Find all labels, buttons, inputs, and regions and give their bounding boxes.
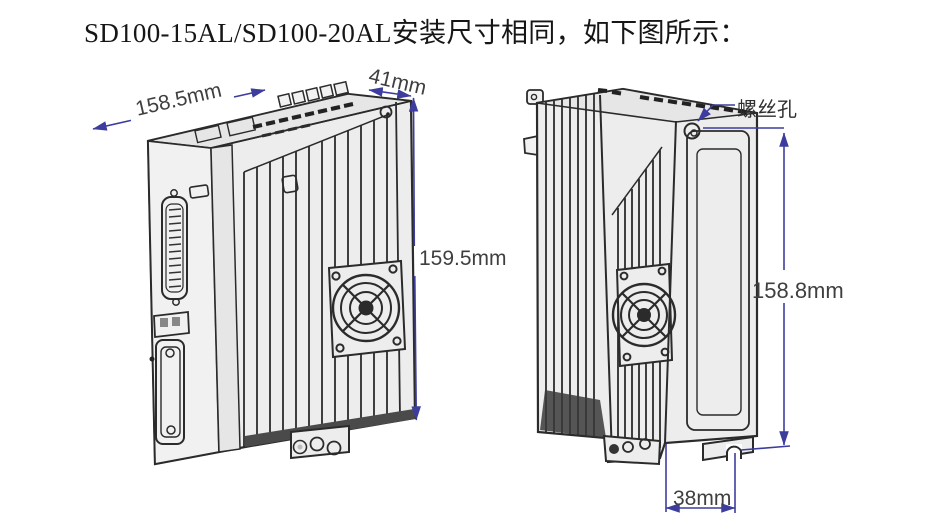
power-connector (153, 310, 190, 339)
heatsink-fins (545, 94, 595, 437)
dim-label-bottom-width: 38mm (673, 487, 732, 510)
dsub-connector (161, 189, 188, 306)
screw-hole-label: 螺丝孔 (737, 99, 797, 121)
mounting-notch (702, 435, 754, 462)
dim-line-158-5 (92, 119, 132, 131)
dim-label-right-height: 158.8mm (752, 278, 844, 303)
dim-line-159-5 (408, 97, 419, 247)
page-title: SD100-15AL/SD100-20AL安装尺寸相同，如下图所示： (84, 18, 747, 48)
right-drive-drawing (523, 87, 759, 466)
terminal-strip (149, 339, 185, 445)
cooling-fan (327, 259, 407, 359)
dim-line-41 (368, 87, 412, 99)
dimension-lines (92, 87, 791, 513)
mounting-flange (664, 120, 754, 462)
top-vents (252, 102, 354, 129)
screw-hole (683, 122, 701, 140)
top-terminal-blocks (277, 80, 350, 108)
left-drive-drawing (146, 80, 417, 466)
cooling-fan (611, 262, 677, 368)
mounting-foot (602, 434, 662, 466)
mounting-foot (290, 424, 350, 460)
top-vents (597, 88, 748, 115)
screw-hole-leader (697, 104, 735, 122)
dim-label-left-height: 159.5mm (419, 247, 507, 270)
screw-hole (379, 105, 393, 119)
